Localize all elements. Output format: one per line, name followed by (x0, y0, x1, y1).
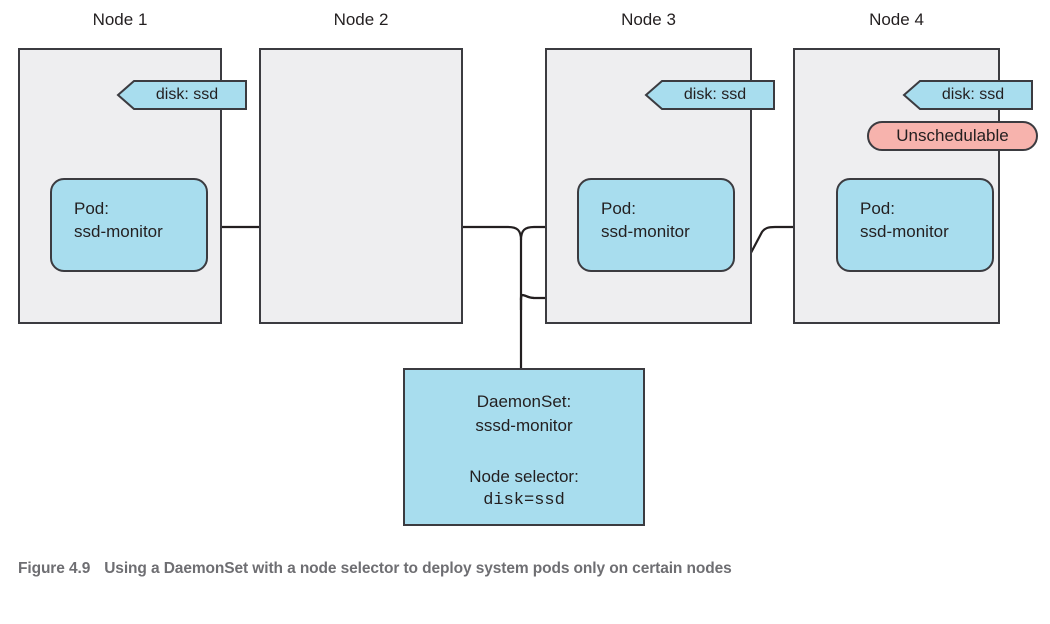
connector-lower-branch-corner (519, 293, 535, 310)
pod-label-line1-1: Pod: (74, 199, 109, 218)
figure-caption-text: Using a DaemonSet with a node selector t… (104, 560, 732, 577)
node-title-1: Node 1 (92, 10, 148, 29)
figure-caption: Figure 4.9 Using a DaemonSet with a node … (18, 557, 1028, 581)
pod-label-line1-4: Pod: (860, 199, 895, 218)
pod-box-4: Pod: ssd-monitor (836, 178, 994, 272)
pod-box-1: Pod: ssd-monitor (50, 178, 208, 272)
daemonset-label-kind: DaemonSet: (476, 392, 572, 411)
node-title-4: Node 4 (869, 10, 924, 29)
node-label-flag-4 (902, 80, 1033, 110)
pod-label-line2-3: ssd-monitor (601, 222, 690, 241)
node-title-3: Node 3 (621, 10, 676, 29)
pod-box-3: Pod: ssd-monitor (577, 178, 735, 272)
daemonset-label-name: sssd-monitor (475, 416, 573, 435)
daemonset-box: DaemonSet: sssd-monitor Node selector: d… (403, 368, 645, 526)
status-badge-unschedulable: Unschedulable (867, 121, 1038, 151)
pod-label-line1-3: Pod: (601, 199, 636, 218)
node-label-text-3: disk: ssd (683, 86, 747, 103)
node-box-2 (259, 48, 463, 324)
node-label-flag-1 (116, 80, 247, 110)
figure-caption-number: Figure 4.9 (18, 560, 91, 577)
node-label-flag-3 (644, 80, 775, 110)
connector-to-node3-pod (519, 222, 571, 241)
pod-label-line2-4: ssd-monitor (860, 222, 949, 241)
node-label-text-1: disk: ssd (155, 86, 219, 103)
node-label-text-4: disk: ssd (941, 86, 1005, 103)
node-title-2: Node 2 (333, 10, 389, 29)
daemonset-label-selector-title: Node selector: (469, 467, 579, 486)
daemonset-label-selector-value: disk=ssd (483, 491, 565, 510)
pod-label-line2-1: ssd-monitor (74, 222, 163, 241)
